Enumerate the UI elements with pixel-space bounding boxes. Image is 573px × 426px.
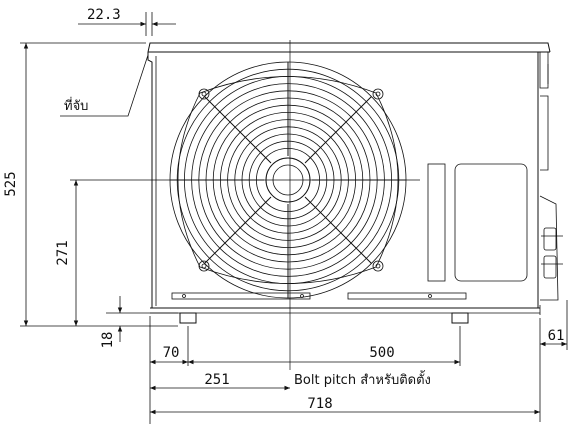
fan-guard-spoke — [304, 96, 372, 164]
fan-mount-screw — [198, 88, 210, 100]
handle-label: ที่จับ — [64, 97, 88, 114]
dim-bolt-pitch: 500 — [369, 345, 394, 361]
fan-mount-screw-hole — [375, 263, 381, 269]
fan-guard-spoke — [204, 196, 272, 264]
bolt-pitch-label: Bolt pitch สำหรับติดตั้ง — [294, 370, 431, 388]
dim-center-height: 271 — [55, 240, 71, 265]
fan-mount-screw — [198, 260, 210, 272]
extension-lines — [20, 12, 568, 424]
dim-foot-offset: 70 — [163, 345, 180, 361]
dim-fan-center: 251 — [204, 372, 229, 388]
dimension-lines — [23, 21, 567, 415]
center-lines — [70, 40, 420, 370]
fan-guard-spoke — [304, 196, 372, 264]
fan-mount-screw-hole — [201, 91, 207, 97]
dim-foot-height: 18 — [100, 332, 116, 349]
fan-mount-screw — [372, 88, 384, 100]
dim-width: 718 — [307, 396, 332, 412]
dim-side-depth: 61 — [548, 328, 565, 344]
fan-guard-spoke — [204, 96, 272, 164]
fan-mount-screw — [372, 260, 384, 272]
dim-height: 525 — [3, 171, 19, 196]
dim-top-offset: 22.3 — [87, 7, 121, 23]
fan-mount-screw-hole — [375, 91, 381, 97]
fan-mount-screw-hole — [201, 263, 207, 269]
